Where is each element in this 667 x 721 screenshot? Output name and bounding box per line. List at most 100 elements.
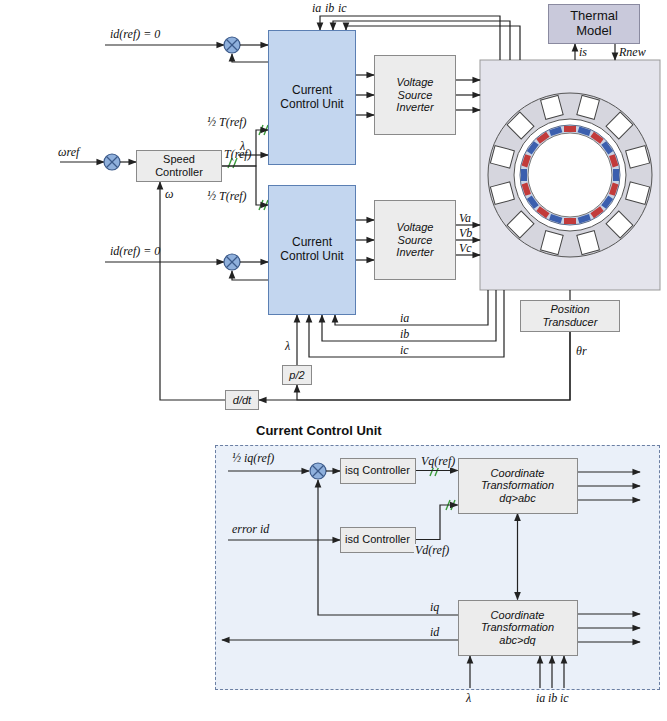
- circle-shape: [488, 93, 652, 257]
- edge-label: ½ T(ref): [206, 116, 248, 129]
- rect-shape: [577, 95, 600, 119]
- signal-label: Va: [459, 212, 471, 225]
- rect-shape: [480, 60, 660, 290]
- wire-line: [222, 639, 458, 640]
- wire-line: [107, 157, 118, 168]
- pole-pair-box: p/2: [282, 365, 312, 385]
- wire-line: [456, 94, 480, 95]
- signal-label: id(ref) = 0: [110, 28, 160, 41]
- wire-line: [456, 109, 480, 110]
- rect-shape: [507, 211, 534, 238]
- wire-line: [313, 466, 324, 477]
- voltage-source-inverter: Voltage Source Inverter: [374, 200, 456, 280]
- circle-shape: [224, 37, 240, 53]
- wire-line: [569, 290, 570, 300]
- edge-label: Vq(ref): [420, 455, 456, 468]
- rect-shape: [541, 95, 564, 119]
- wire-line: [232, 54, 268, 62]
- wire-line: [563, 656, 564, 688]
- wire-line: [456, 79, 480, 80]
- wire-line: [228, 470, 309, 471]
- drawing-group: [60, 16, 640, 688]
- signal-label: ib: [325, 2, 334, 15]
- rect-shape: [564, 126, 576, 132]
- wire-line: [356, 74, 374, 75]
- box-text: p/2: [289, 369, 304, 382]
- box-text: Voltage Source Inverter: [378, 221, 452, 259]
- edge-label: θr: [575, 345, 588, 358]
- signal-label: ic: [338, 2, 347, 15]
- edge-label: ω: [164, 188, 174, 201]
- edge-label: ½ T(ref): [206, 190, 248, 203]
- wire-line: [318, 480, 458, 615]
- wire-line: [356, 259, 374, 260]
- box-text: Current Control Unit: [272, 236, 352, 264]
- signal-connector: [259, 332, 570, 400]
- wire-line: [578, 471, 640, 472]
- current-control-unit: Current Control Unit: [268, 30, 356, 165]
- circle-shape: [224, 254, 240, 270]
- wire-line: [551, 656, 552, 688]
- wire-line: [313, 466, 324, 477]
- signal-connector: [356, 239, 374, 240]
- wire-line: [107, 157, 118, 168]
- wire-line: [578, 641, 640, 642]
- box-text: Speed Controller: [140, 153, 218, 178]
- wire-line: [227, 40, 238, 51]
- signal-connector: [416, 505, 458, 540]
- signal-label: ia: [400, 312, 409, 325]
- rect-shape: [507, 112, 534, 139]
- rect-shape: [626, 146, 650, 169]
- rect-shape: [626, 182, 650, 205]
- rect-shape: [490, 182, 514, 205]
- signal-label: error id: [232, 523, 269, 536]
- signal-connector: [517, 514, 518, 600]
- wire-line: [469, 656, 470, 688]
- signal-label: is: [579, 46, 587, 59]
- circle-shape: [310, 463, 326, 479]
- controller-box: isd Controller: [340, 527, 416, 553]
- differentiator-box: d/dt: [225, 390, 259, 410]
- wire-line: [578, 499, 640, 500]
- signal-label: ia: [536, 692, 545, 705]
- transform-box: Coordinate Transformation abc>dq: [458, 600, 578, 656]
- circle-shape: [528, 133, 612, 217]
- wire-line: [539, 656, 540, 688]
- signal-connector: [297, 332, 570, 400]
- wire-line: [240, 44, 268, 45]
- wire-line: [227, 40, 238, 51]
- signal-connector: [296, 315, 297, 365]
- wire-line: [335, 290, 488, 325]
- signal-label: ½ iq(ref): [232, 452, 274, 465]
- rect-shape: [490, 146, 514, 169]
- current-control-unit: Current Control Unit: [268, 185, 356, 315]
- signal-label: ia: [312, 2, 321, 15]
- signal-label: ib: [400, 328, 409, 341]
- signal-label: Rnew: [619, 46, 646, 59]
- wire-line: [240, 261, 268, 262]
- box-text: Position Transducer: [524, 303, 616, 328]
- wire-line: [578, 613, 640, 614]
- current-control-region: Current Control Unitisq Controllerisd Co…: [215, 445, 660, 690]
- rect-shape: [521, 169, 527, 181]
- edge-label: Vd(ref): [414, 544, 450, 557]
- wire-line: [60, 161, 104, 162]
- signal-connector: [416, 470, 458, 471]
- box-text: d/dt: [233, 394, 251, 407]
- thermal-model: Thermal Model: [548, 4, 640, 44]
- wire-line: [228, 539, 340, 540]
- drawing-group: [228, 125, 455, 510]
- rect-shape: [564, 218, 576, 224]
- rect-shape: [215, 445, 660, 690]
- position-transducer: Position Transducer: [520, 300, 620, 332]
- edge-label: λ: [284, 340, 291, 353]
- box-text: isq Controller: [345, 464, 410, 477]
- box-text: Coordinate Transformation abc>dq: [462, 609, 574, 647]
- signal-connector: [356, 94, 374, 95]
- signal-label: ic: [400, 344, 409, 357]
- rect-shape: [541, 231, 564, 255]
- voltage-source-inverter: Voltage Source Inverter: [374, 55, 456, 135]
- wire-line: [120, 161, 136, 162]
- circle-shape: [514, 119, 626, 231]
